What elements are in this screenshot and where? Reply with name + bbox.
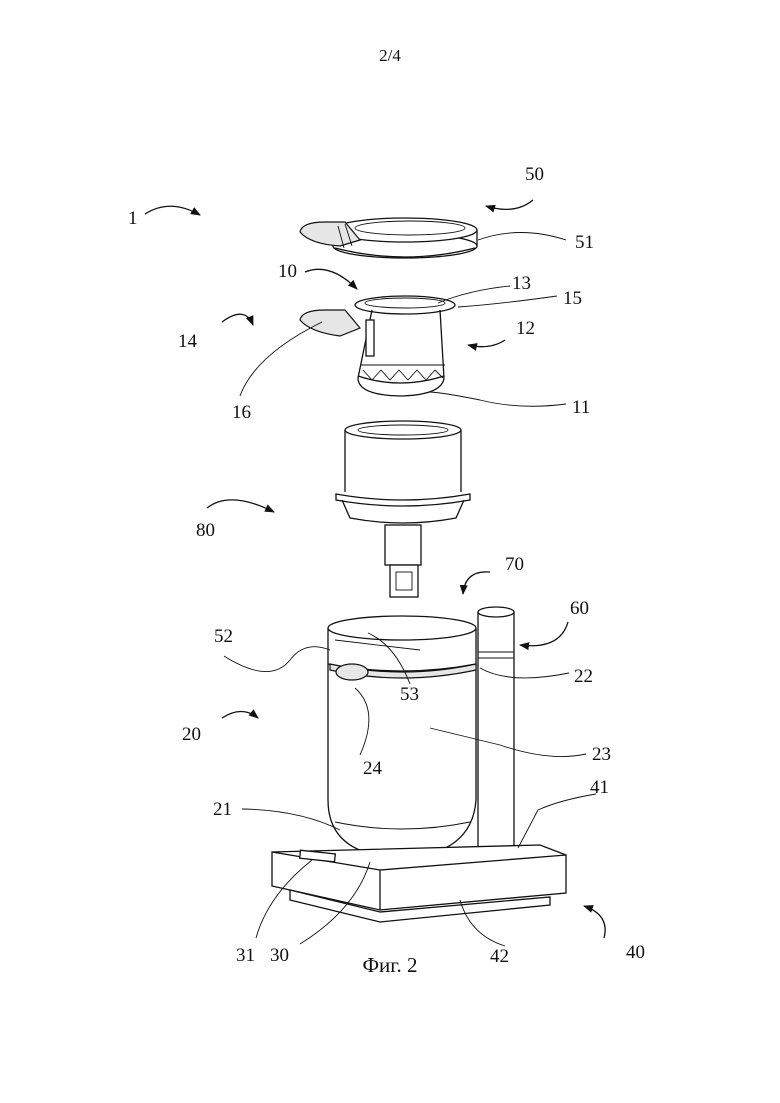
lid-50 [300, 218, 477, 258]
ref-24: 24 [363, 758, 383, 779]
ref-15: 15 [563, 288, 582, 309]
ref-16: 16 [232, 402, 251, 423]
ref-52: 52 [214, 626, 233, 647]
base-40 [272, 845, 566, 922]
ref-1: 1 [128, 208, 138, 229]
ref-11: 11 [572, 397, 590, 418]
container-20 [328, 616, 476, 858]
grinder-unit-80 [336, 421, 470, 597]
ref-80: 80 [196, 520, 215, 541]
ref-10: 10 [278, 261, 297, 282]
ref-23: 23 [592, 744, 611, 765]
ref-51: 51 [575, 232, 594, 253]
ref-22: 22 [574, 666, 593, 687]
ref-12: 12 [516, 318, 535, 339]
ref-60: 60 [570, 598, 589, 619]
ref-41: 41 [590, 777, 609, 798]
filter-basket-10 [300, 296, 455, 396]
figure-caption: Фиг. 2 [0, 953, 780, 978]
ref-50: 50 [525, 164, 544, 185]
column-60 [478, 607, 514, 847]
ref-21: 21 [213, 799, 232, 820]
ref-14: 14 [178, 331, 198, 352]
ref-13: 13 [512, 273, 531, 294]
ref-70: 70 [505, 554, 524, 575]
ref-20: 20 [182, 724, 201, 745]
ref-53: 53 [400, 684, 419, 705]
